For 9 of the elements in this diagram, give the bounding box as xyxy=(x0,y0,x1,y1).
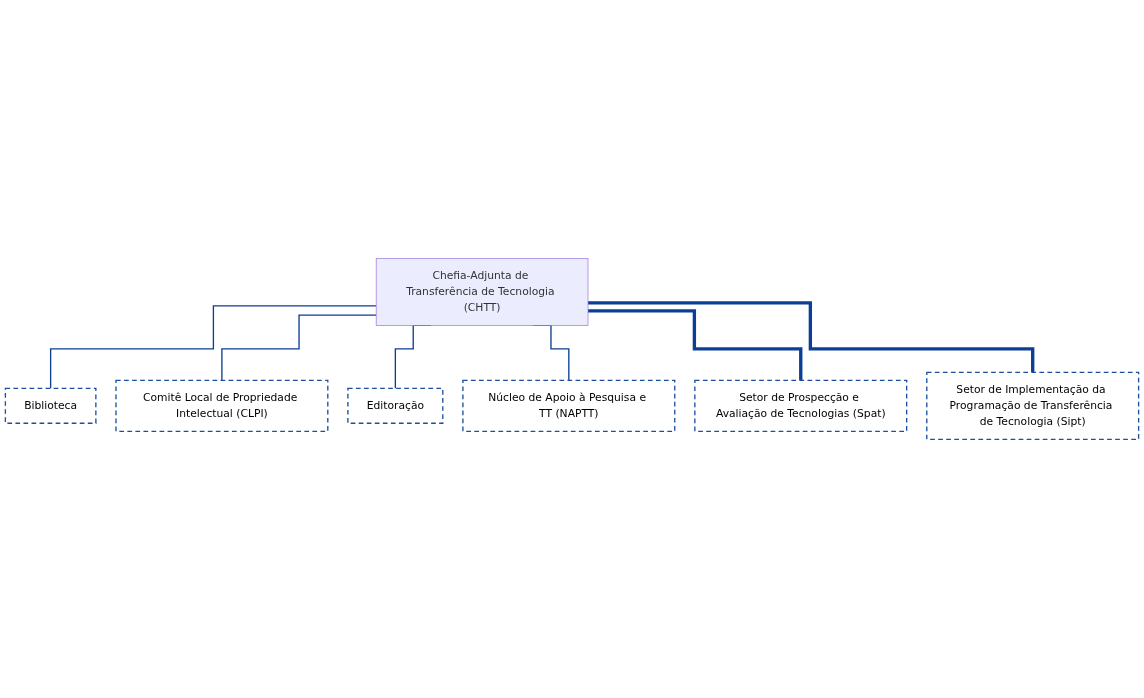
node-box: Setor de Prospecção e Avaliação de Tecnologias (Spat) xyxy=(694,379,908,433)
node-box: Editoração xyxy=(347,387,444,425)
connector xyxy=(221,314,377,382)
node-box: Biblioteca xyxy=(4,387,97,425)
connector xyxy=(49,305,377,390)
node-box: Comitê Local de Propriedade Intelectual (CLPI) xyxy=(115,379,329,433)
node-box: Núcleo de Apoio à Pesquisa e TT (NAPTT) xyxy=(462,379,676,433)
node-box: Setor de Implementação da Programação de Transferência de Tecnologia (Sipt) xyxy=(926,371,1140,441)
node-box: Chefia-Adjunta de Transferência de Tecnologia (CHTT) xyxy=(375,258,589,326)
